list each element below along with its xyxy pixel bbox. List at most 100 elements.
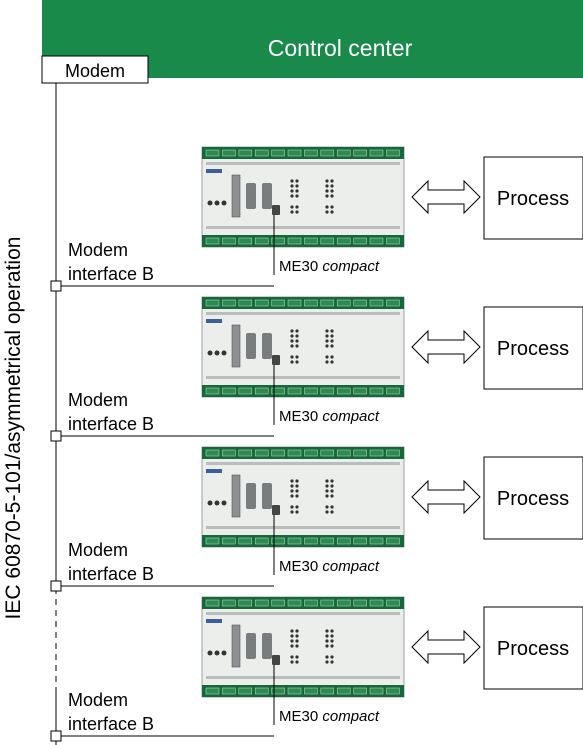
process-box: [483, 156, 583, 240]
terminal-block: [353, 599, 367, 607]
terminal-block: [386, 449, 400, 457]
modem-interface-label: Modem: [68, 240, 128, 260]
serial-port-icon: [262, 333, 272, 359]
process-label: Process: [497, 338, 569, 360]
status-led-icon: [295, 644, 299, 648]
serial-port-icon: [246, 183, 256, 209]
status-led-icon: [290, 484, 294, 488]
status-led-icon: [290, 644, 294, 648]
terminal-block: [369, 387, 384, 395]
modem-label: Modem: [65, 61, 125, 81]
brand-logo-icon: [206, 619, 222, 623]
terminal-block: [287, 537, 302, 545]
status-led-icon: [330, 344, 334, 348]
status-led-icon: [330, 179, 334, 183]
process-box: [483, 456, 583, 540]
status-led-icon: [295, 205, 299, 209]
status-led-icon: [325, 179, 329, 183]
label-row: [206, 226, 400, 229]
terminal-block: [336, 599, 351, 607]
status-led-icon: [330, 334, 334, 338]
terminal-block: [271, 599, 285, 607]
modem-interface-label: Modem: [68, 540, 128, 560]
status-led-icon: [295, 339, 299, 343]
status-led-icon: [325, 484, 329, 488]
control-center-title: Control center: [268, 35, 413, 61]
terminal-block: [320, 149, 335, 157]
led-icon: [214, 200, 220, 206]
modem-interface-label: Modem: [68, 390, 128, 410]
terminal-block: [254, 537, 269, 545]
terminal-block: [271, 299, 285, 307]
status-led-icon: [295, 634, 299, 638]
terminal-block: [369, 299, 384, 307]
label-row: [206, 612, 400, 615]
modem-box: [41, 55, 149, 84]
terminal-block: [205, 149, 220, 157]
led-icon: [207, 500, 213, 506]
terminal-block: [369, 149, 384, 157]
double-arrow-icon: [411, 479, 481, 515]
device-label: ME30 compact: [279, 708, 380, 725]
status-led-icon: [290, 655, 294, 659]
terminal-block: [320, 237, 335, 245]
status-led-icon: [330, 494, 334, 498]
status-led-icon: [290, 494, 294, 498]
modem-interface-label: interface B: [68, 264, 154, 284]
status-led-icon: [295, 334, 299, 338]
terminal-block: [254, 149, 269, 157]
status-led-icon: [325, 639, 329, 643]
serial-port-icon: [246, 333, 256, 359]
terminal-block: [254, 687, 269, 695]
status-led-icon: [295, 510, 299, 514]
status-led-icon: [290, 629, 294, 633]
status-led-icon: [325, 655, 329, 659]
status-led-icon: [290, 479, 294, 483]
led-icon: [214, 650, 220, 656]
terminal-block: [254, 237, 269, 245]
terminal-block: [304, 687, 318, 695]
terminal-block: [238, 599, 253, 607]
status-led-icon: [295, 505, 299, 509]
device-variant: compact: [322, 258, 380, 275]
terminal-block: [287, 599, 302, 607]
terminal-block: [320, 599, 335, 607]
status-led-icon: [290, 194, 294, 198]
status-led-icon: [290, 355, 294, 359]
modem-interface-label: Modem: [68, 690, 128, 710]
terminal-block: [353, 687, 367, 695]
terminal-block: [386, 687, 400, 695]
modem-interface-label: interface B: [68, 714, 154, 734]
status-led-icon: [330, 510, 334, 514]
terminal-block: [271, 449, 285, 457]
double-arrow-icon: [411, 179, 481, 215]
terminal-block: [287, 387, 302, 395]
status-led-icon: [295, 639, 299, 643]
led-icon: [214, 350, 220, 356]
status-led-icon: [295, 344, 299, 348]
terminal-block: [369, 687, 384, 695]
terminal-block: [238, 149, 253, 157]
device-variant: compact: [322, 708, 380, 725]
terminal-block: [353, 387, 367, 395]
status-led-icon: [290, 505, 294, 509]
terminal-block: [254, 299, 269, 307]
status-led-icon: [330, 655, 334, 659]
din-connector-icon: [231, 174, 241, 218]
label-row: [206, 462, 400, 465]
terminal-block: [353, 449, 367, 457]
status-led-icon: [325, 210, 329, 214]
terminal-block: [238, 449, 253, 457]
terminal-block: [304, 299, 318, 307]
status-led-icon: [330, 210, 334, 214]
terminal-block: [287, 687, 302, 695]
device-variant: compact: [322, 558, 380, 575]
terminal-block: [336, 537, 351, 545]
service-button-icon: [272, 205, 280, 215]
label-row: [206, 526, 400, 529]
terminal-block: [304, 237, 318, 245]
double-arrow-icon: [411, 329, 481, 365]
status-led-icon: [330, 355, 334, 359]
status-led-icon: [295, 479, 299, 483]
